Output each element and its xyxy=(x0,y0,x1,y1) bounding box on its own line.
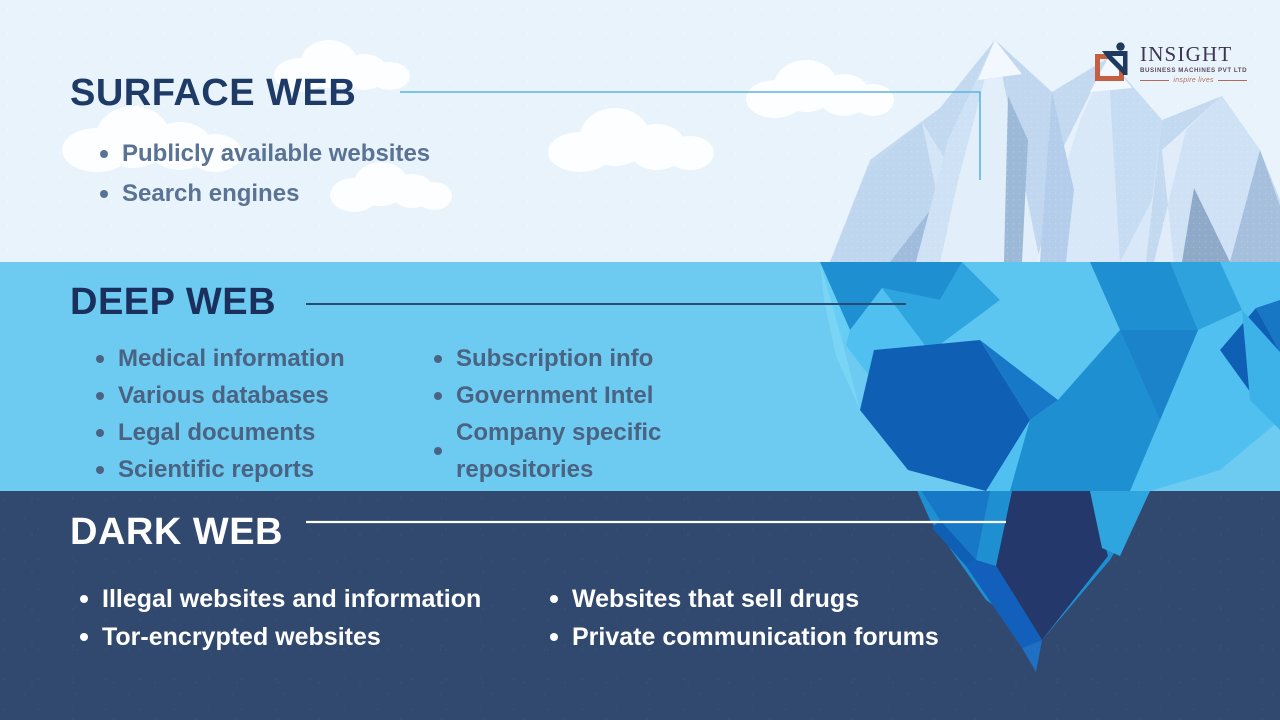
deep-web-heading: DEEP WEB xyxy=(70,281,277,323)
list-item: Legal documents xyxy=(92,414,345,451)
company-logo: INSIGHT BUSINESS MACHINES PVT LTD inspir… xyxy=(1092,38,1248,90)
logo-tagline-row: inspire lives xyxy=(1140,76,1248,84)
surface-web-heading: SURFACE WEB xyxy=(70,72,357,114)
dark-web-bullet-list-right: Websites that sell drugs Private communi… xyxy=(546,580,939,656)
deep-web-bullet-list-right: Subscription info Government Intel Compa… xyxy=(430,340,700,488)
logo-tagline: inspire lives xyxy=(1173,76,1214,84)
deep-web-bullet-list-left: Medical information Various databases Le… xyxy=(92,340,345,488)
list-item: Scientific reports xyxy=(92,451,345,488)
logo-rule-right xyxy=(1217,79,1248,81)
list-item: Websites that sell drugs xyxy=(546,580,939,618)
list-item: Various databases xyxy=(92,377,345,414)
logo-company-subtitle: BUSINESS MACHINES PVT LTD xyxy=(1140,66,1248,74)
list-item: Publicly available websites xyxy=(96,134,430,174)
surface-web-bullet-list: Publicly available websites Search engin… xyxy=(96,134,430,214)
list-item: Subscription info xyxy=(430,340,700,377)
dark-web-heading: DARK WEB xyxy=(70,511,283,553)
list-item: Medical information xyxy=(92,340,345,377)
list-item: Private communication forums xyxy=(546,618,939,656)
list-item: Search engines xyxy=(96,174,430,214)
list-item: Government Intel xyxy=(430,377,700,414)
surface-web-band xyxy=(0,0,1280,262)
dark-web-bullet-list-left: Illegal websites and information Tor-enc… xyxy=(76,580,481,656)
list-item: Company specific repositories xyxy=(430,414,700,488)
logo-company-name: INSIGHT xyxy=(1140,42,1233,67)
list-item: Tor-encrypted websites xyxy=(76,618,481,656)
logo-rule-left xyxy=(1140,79,1170,81)
insight-person-bracket-icon xyxy=(1095,42,1128,81)
list-item: Illegal websites and information xyxy=(76,580,481,618)
